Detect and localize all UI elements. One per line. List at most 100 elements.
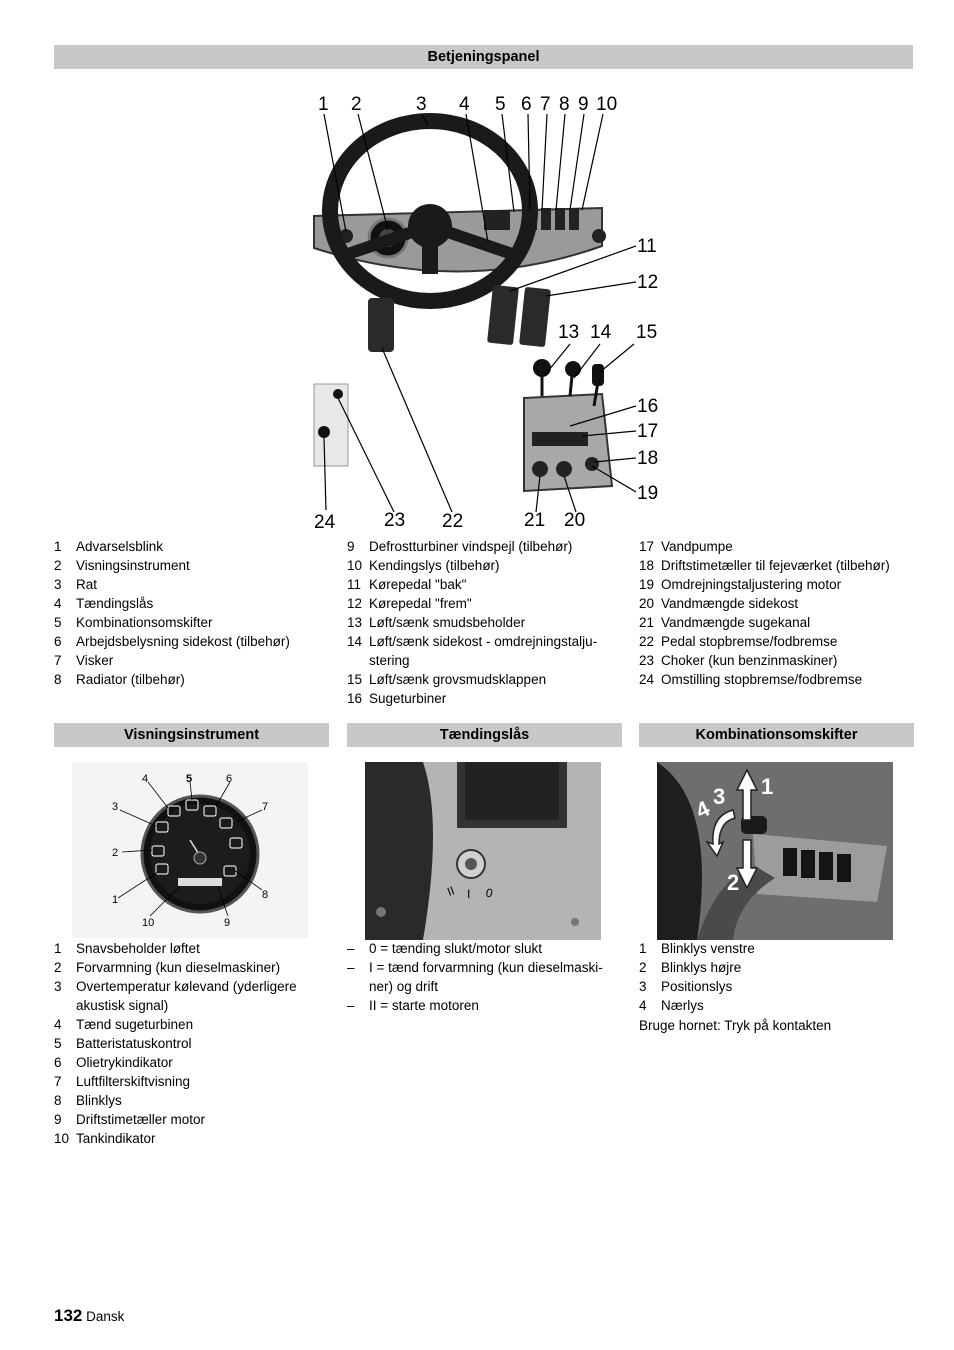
panel-callout-10: 10 [596,94,617,115]
control-panel-figure: 1 2 3 4 5 6 7 8 9 10 11 12 13 14 15 16 1… [313,94,658,533]
arrow-down-icon [735,839,759,890]
pedal-stop-brake [368,298,394,352]
panel-callout-11: 11 [637,236,657,257]
instrument-callout-3: 3 [112,801,118,813]
page-number: 132 [54,1306,83,1325]
instrument-callout-6: 6 [226,773,232,785]
instrument-callout-5: 5 [186,773,192,785]
ignition-mark-II: II [445,883,456,898]
section-header-ignition: Tændingslås [347,723,622,747]
panel-callout-9: 9 [578,94,589,115]
section-header-panel: Betjeningspanel [54,45,913,69]
panel-callout-14: 14 [590,322,612,343]
combination-switch-icon: 1 2 3 4 [657,762,893,940]
panel-callout-7: 7 [540,94,551,115]
section-header-instrument: Visningsinstrument [54,723,329,747]
panel-callout-18: 18 [637,448,658,469]
panel-callout-5: 5 [495,94,506,115]
combo-callout-2: 2 [727,870,739,895]
ignition-mark-0: 0 [484,885,494,900]
list-item: –0 = tænding slukt/motor slukt [347,941,542,956]
panel-callout-22: 22 [442,511,463,532]
pedal-reverse [487,285,519,345]
ignition-block [484,210,510,230]
panel-callout-24: 24 [314,512,336,533]
instrument-callout-4: 4 [142,773,148,785]
instrument-callout-2: 2 [112,847,118,859]
panel-callout-19: 19 [637,483,658,504]
panel-callout-6: 6 [521,94,532,115]
gauge-icon: 1 2 3 4 5 6 7 8 9 10 [72,762,308,938]
panel-callout-4: 4 [459,94,470,115]
page-footer: 132 Dansk [54,1306,124,1326]
arrow-rotate-icon [705,809,736,858]
panel-callout-12: 12 [637,272,658,293]
panel-callout-20: 20 [564,510,585,531]
instrument-callout-9: 9 [224,917,230,929]
instrument-callout-1: 1 [112,894,118,906]
panel-callout-13: 13 [558,322,579,343]
panel-callout-8: 8 [559,94,570,115]
panel-callout-23: 23 [384,510,405,531]
section-header-combo: Kombinationsomskifter [639,723,914,747]
instrument-callout-10: 10 [142,917,154,929]
pedal-forward [519,287,551,347]
instrument-callout-8: 8 [262,889,268,901]
combo-callout-1: 1 [761,774,773,799]
combo-note: Bruge hornet: Tryk på kontakten [639,1018,832,1033]
panel-callout-16: 16 [637,396,658,417]
brake-switch-inset [313,383,349,467]
panel-callout-1: 1 [318,94,329,115]
steering-wheel-icon [322,113,538,309]
ignition-mark-I: I [467,887,470,901]
panel-callout-15: 15 [636,322,657,343]
panel-callout-2: 2 [351,94,362,115]
arrow-up-icon [735,768,759,821]
list-item: –I = tænd forvarmning (kun dieselmaski-n… [347,960,603,994]
panel-callout-3: 3 [416,94,427,115]
page-language: Dansk [86,1309,125,1324]
panel-callout-17: 17 [637,421,658,442]
list-item: –II = starte motoren [347,998,479,1013]
ignition-key-icon: II I 0 [365,762,601,940]
